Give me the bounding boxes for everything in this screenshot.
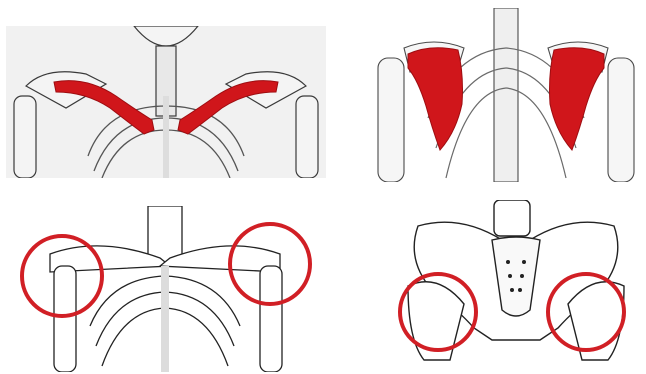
scapula-panel (374, 8, 638, 182)
clavicle-illustration (6, 26, 326, 178)
shoulder-joint-illustration (10, 206, 320, 372)
clavicle-panel (6, 26, 326, 178)
scapula-illustration (374, 8, 638, 182)
hip-joint-panel (390, 200, 642, 372)
shoulder-joint-panel (10, 206, 320, 372)
hip-joint-illustration (390, 200, 642, 372)
